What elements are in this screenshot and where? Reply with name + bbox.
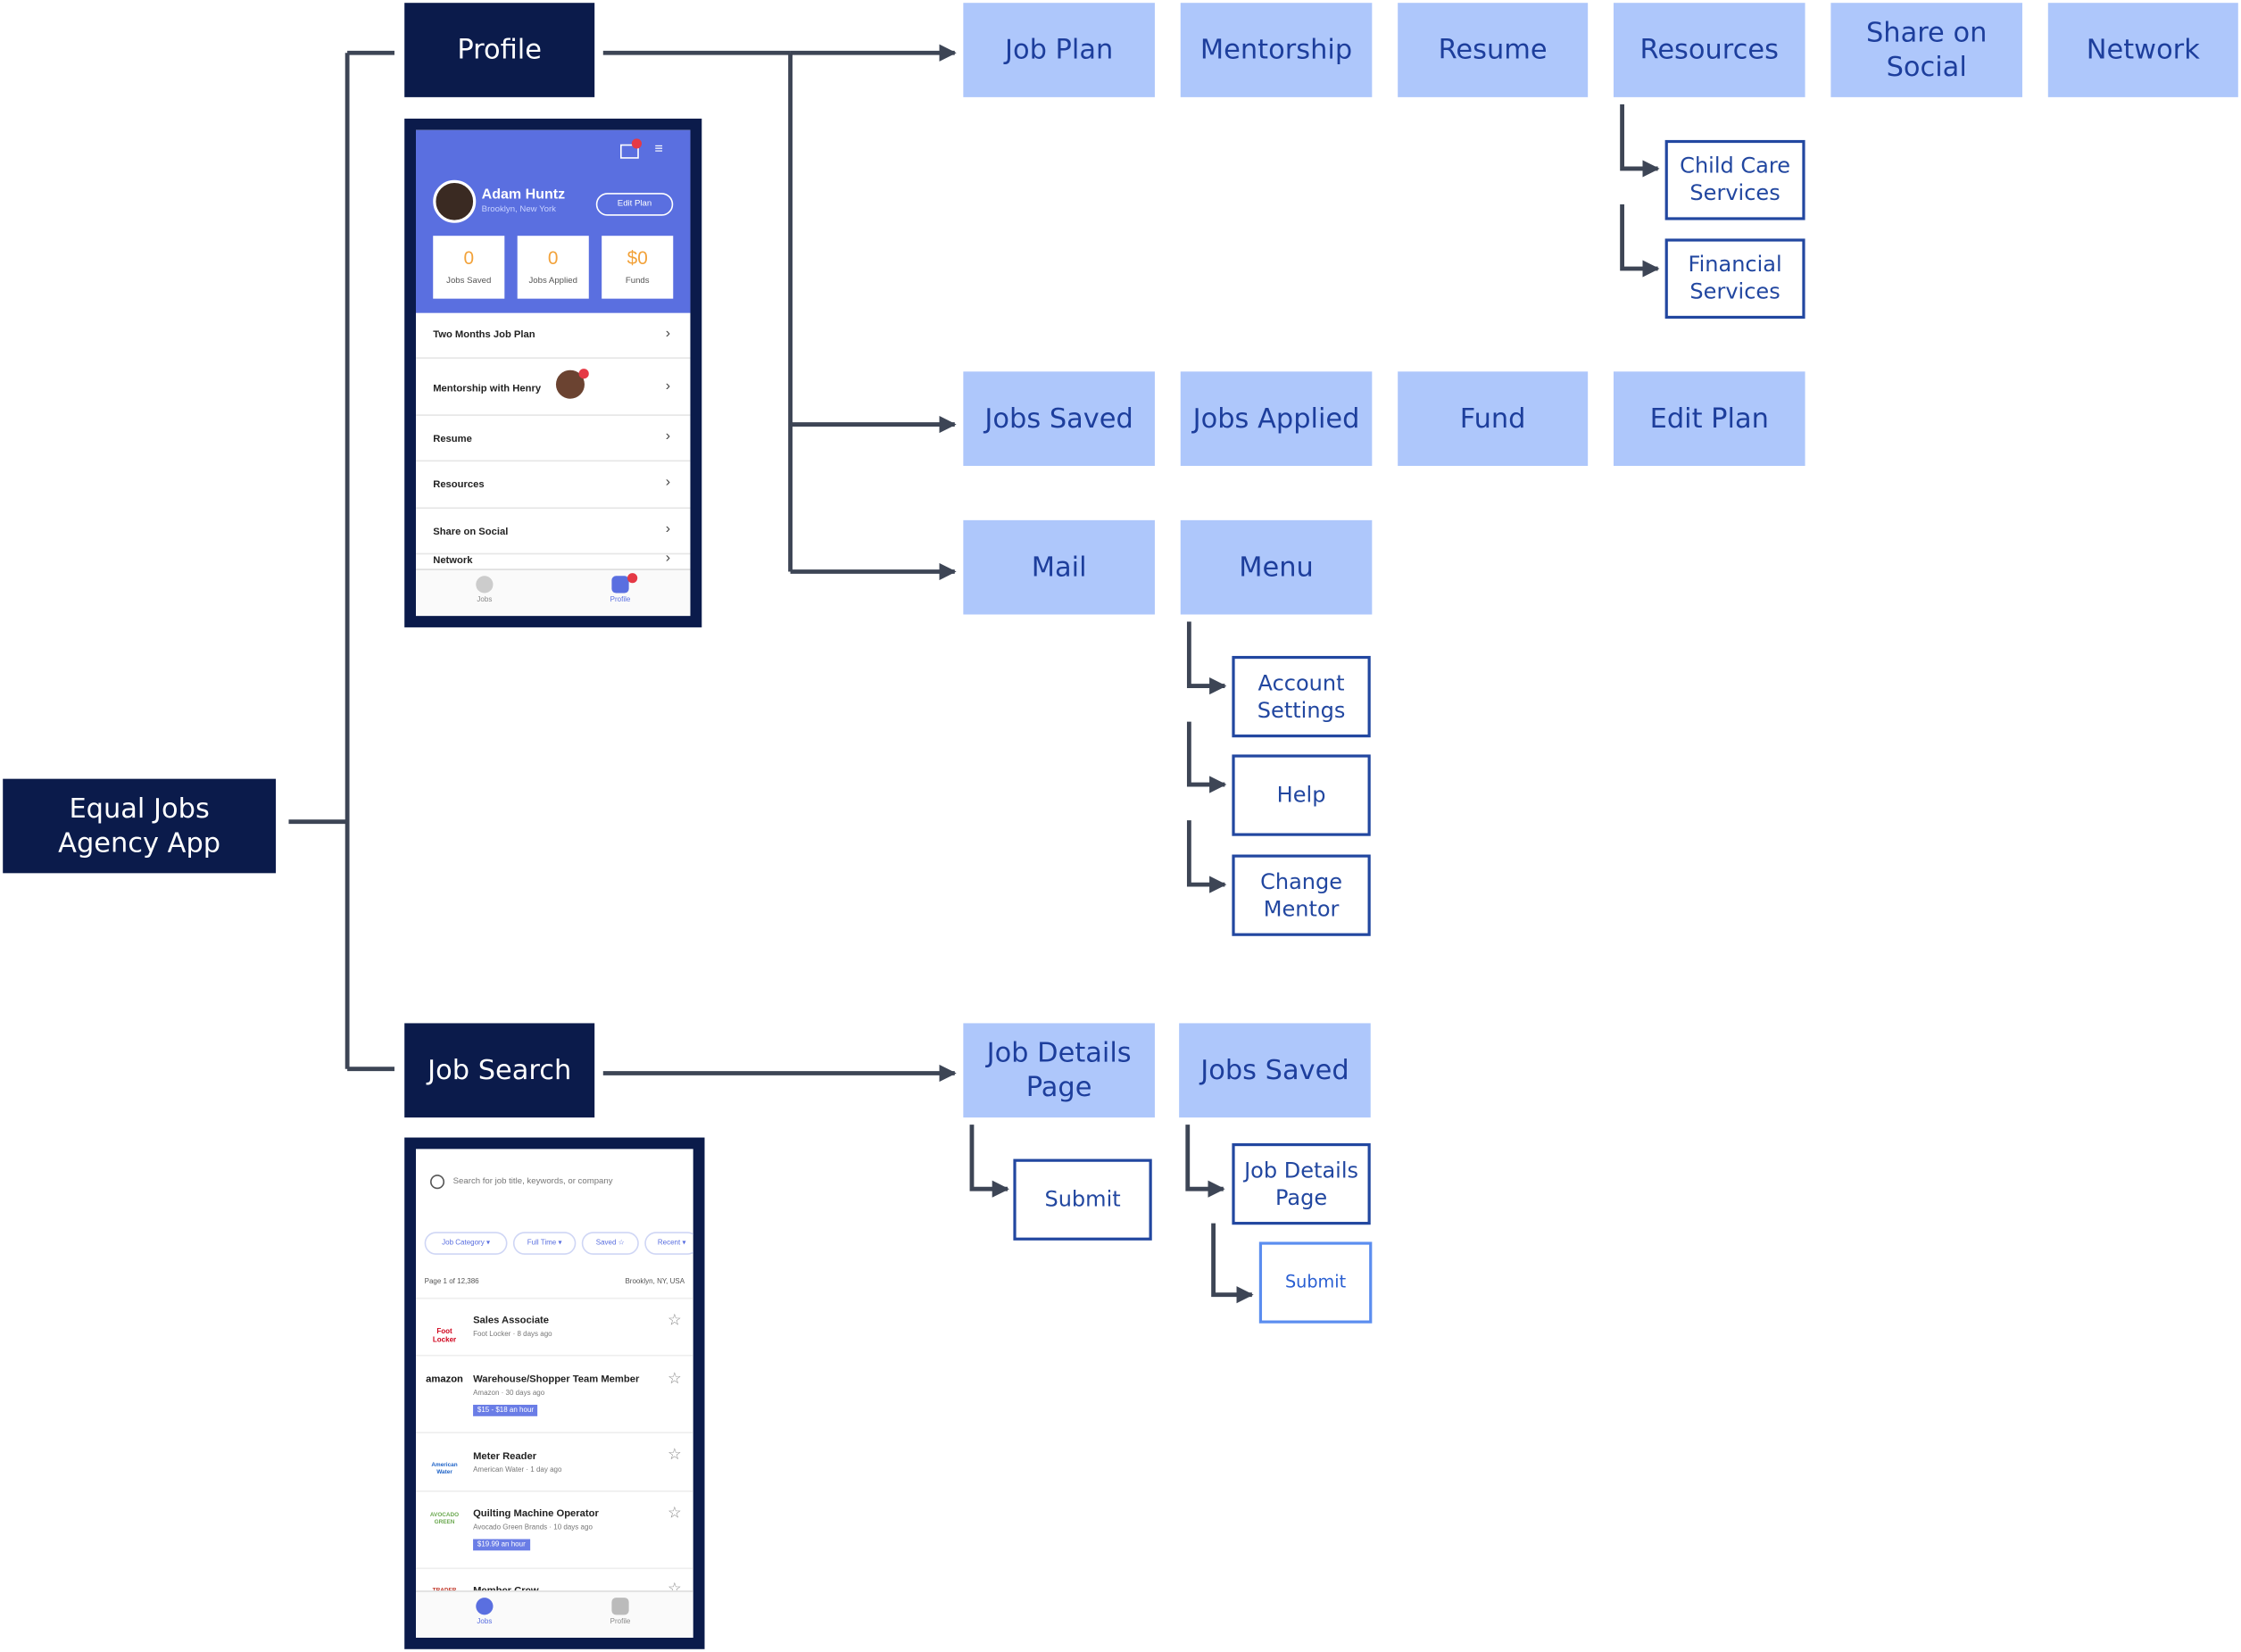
connector-to-account-settings [1186, 621, 1227, 695]
job-details-page-node: Job Details Page [963, 1023, 1155, 1118]
tab-profile[interactable]: Profile [592, 576, 649, 604]
connector-to-financial [1620, 203, 1660, 278]
profile-user-name: Adam Huntz [481, 187, 566, 203]
profile-node: Profile [404, 3, 595, 97]
search-input[interactable]: Search for job title, keywords, or compa… [452, 1177, 613, 1186]
jobs-applied-node: Jobs Applied [1180, 371, 1373, 466]
list-item[interactable]: Resume› [416, 416, 691, 462]
company-logo: AVOCADO GREEN [429, 1510, 460, 1525]
root-node: Equal Jobs Agency App [3, 778, 277, 874]
change-mentor-node: Change Mentor [1232, 854, 1371, 936]
tab-jobs[interactable]: Jobs [456, 576, 513, 604]
connector-to-submit [969, 1125, 1009, 1198]
person-icon [611, 1598, 629, 1615]
connector-to-change-mentor [1186, 820, 1227, 893]
connector-to-saved-details [1185, 1125, 1225, 1198]
filter-recent[interactable]: Recent ▾ [644, 1232, 693, 1255]
profile-header: ≡ Adam Huntz Brooklyn, New York Edit Pla… [416, 129, 691, 313]
list-item[interactable]: Resources› [416, 461, 691, 510]
edit-plan-button[interactable]: Edit Plan [595, 193, 674, 216]
briefcase-icon [476, 1598, 494, 1615]
connector-profile-bus [602, 50, 793, 572]
resume-node: Resume [1398, 3, 1589, 97]
list-item[interactable]: Network› [433, 550, 671, 567]
mail-icon[interactable] [620, 144, 639, 159]
mentor-badge [578, 369, 589, 379]
chevron-right-icon: › [665, 326, 671, 342]
jobs-saved-node: Jobs Saved [963, 371, 1155, 466]
list-item[interactable]: Two Months Job Plan› [416, 313, 691, 359]
job-plan-node: Job Plan [963, 3, 1155, 97]
page-info: Page 1 of 12,386 [424, 1277, 479, 1287]
list-item[interactable]: Mentorship with Henry› [416, 359, 691, 416]
tab-jobs[interactable]: Jobs [456, 1598, 513, 1626]
bottom-tab-bar: Jobs Profile [416, 1590, 693, 1638]
filter-saved[interactable]: Saved ☆ [581, 1232, 639, 1255]
company-logo: amazon [426, 1374, 463, 1385]
chevron-right-icon: › [665, 521, 671, 538]
star-icon[interactable]: ☆ [668, 1370, 682, 1388]
chevron-right-icon: › [665, 428, 671, 444]
star-icon[interactable]: ☆ [668, 1446, 682, 1464]
saved-submit-node: Submit [1258, 1241, 1373, 1324]
saved-job-details-node: Job Details Page [1232, 1142, 1371, 1225]
share-on-social-node: Share on Social [1830, 3, 2022, 97]
fund-node: Fund [1398, 371, 1589, 466]
submit-node: Submit [1013, 1158, 1152, 1241]
edit-plan-node: Edit Plan [1613, 371, 1805, 466]
bottom-tab-bar: Jobs Profile [416, 569, 691, 617]
financial-services-node: Financial Services [1664, 238, 1805, 320]
person-icon [611, 576, 629, 594]
mail-node: Mail [963, 519, 1155, 615]
star-icon[interactable]: ☆ [668, 1505, 682, 1523]
menu-node: Menu [1180, 519, 1373, 615]
connector-root-trunk [288, 50, 394, 1072]
menu-icon[interactable]: ≡ [654, 141, 663, 158]
profile-screen: ≡ Adam Huntz Brooklyn, New York Edit Pla… [416, 129, 691, 617]
mail-badge [631, 138, 643, 149]
chevron-right-icon: › [665, 550, 671, 567]
profile-tab-badge [627, 573, 638, 584]
list-item[interactable]: Share on Social› [416, 509, 691, 555]
connector-to-help [1186, 721, 1227, 793]
profile-screen-mockup: ≡ Adam Huntz Brooklyn, New York Edit Pla… [404, 118, 702, 627]
account-settings-node: Account Settings [1232, 655, 1371, 738]
list-item[interactable]: AVOCADO GREEN Quilting Machine Operator … [416, 1490, 693, 1569]
filter-full-time[interactable]: Full Time ▾ [512, 1232, 577, 1255]
job-search-bar[interactable]: Search for job title, keywords, or compa… [427, 1169, 682, 1198]
job-search-screen-mockup: Search for job title, keywords, or compa… [404, 1137, 705, 1649]
list-item[interactable]: Foot Locker Sales Associate Foot Locker … [416, 1297, 693, 1357]
help-node: Help [1232, 754, 1371, 836]
connector-to-child-care [1620, 104, 1660, 178]
list-item[interactable]: American Water Meter Reader American Wat… [416, 1432, 693, 1491]
briefcase-icon [476, 576, 494, 594]
job-search-screen: Search for job title, keywords, or compa… [416, 1149, 693, 1638]
network-node: Network [2047, 3, 2238, 97]
profile-user-location: Brooklyn, New York [481, 205, 556, 215]
star-icon[interactable]: ☆ [668, 1311, 682, 1330]
company-logo: American Water [431, 1460, 458, 1475]
filter-job-category[interactable]: Job Category ▾ [424, 1232, 508, 1255]
mentorship-node: Mentorship [1180, 3, 1373, 97]
location-label: Brooklyn, NY, USA [625, 1277, 685, 1287]
company-logo: Foot Locker [432, 1327, 457, 1345]
connector-to-saved-submit [1211, 1223, 1254, 1304]
child-care-services-node: Child Care Services [1664, 139, 1805, 220]
list-item[interactable]: amazon Warehouse/Shopper Team Member Ama… [416, 1354, 693, 1433]
resources-node: Resources [1613, 3, 1805, 97]
chevron-right-icon: › [665, 474, 671, 491]
avatar [433, 179, 477, 223]
jobs-saved-search-node: Jobs Saved [1179, 1023, 1371, 1118]
job-search-node: Job Search [404, 1023, 595, 1118]
chevron-right-icon: › [665, 378, 671, 394]
search-icon [430, 1175, 445, 1190]
tab-profile[interactable]: Profile [592, 1598, 649, 1626]
